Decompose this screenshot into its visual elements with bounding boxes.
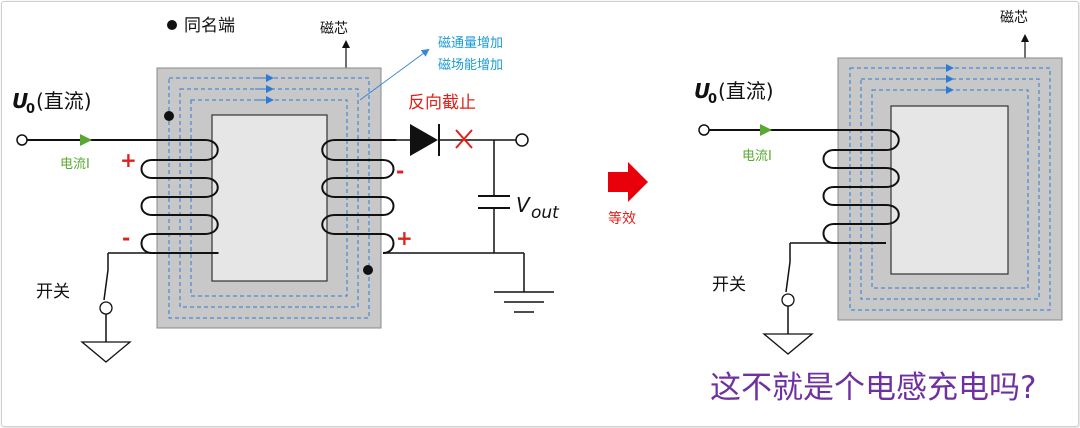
right-winding: [822, 129, 900, 244]
output-label-main: V: [516, 193, 531, 217]
switch-contact: [99, 301, 113, 315]
primary-dot-mark-icon: [164, 111, 174, 121]
secondary-dot-mark-icon: [363, 265, 373, 275]
right-input-label-sub: 0: [708, 92, 717, 107]
right-switch-ground-icon: [762, 333, 814, 355]
right-current-label: 电流I: [742, 149, 772, 164]
right-input-label-main: U: [694, 79, 710, 103]
diode-state-label: 反向截止: [408, 93, 476, 113]
right-input-label-rest: (直流): [718, 79, 774, 103]
switch-label: 开关: [36, 282, 70, 302]
input-label-rest: (直流): [36, 89, 92, 113]
core-window: [211, 114, 328, 282]
input-label-sub: 0: [26, 102, 35, 117]
secondary-minus: -: [396, 159, 404, 183]
primary-minus: -: [122, 226, 130, 250]
current-label: 电流I: [60, 157, 90, 172]
right-core-pointer-arrow-icon: [1021, 34, 1029, 42]
core-label: 磁芯: [320, 21, 348, 37]
right-switch-label: 开关: [712, 275, 746, 295]
flux-annotation-pointer: [359, 48, 430, 101]
right-core-label: 磁芯: [1000, 10, 1028, 26]
core-pointer-arrow-icon: [342, 40, 350, 48]
input-label-main: U: [12, 89, 28, 113]
output-label-sub: out: [531, 203, 560, 223]
legend-dot-label: 同名端: [184, 16, 235, 36]
equivalent-indicator: 等效: [608, 162, 648, 227]
right-inductor: 磁芯 U 0 (直流) 电流I: [694, 10, 1063, 406]
current-arrow-icon: [80, 134, 92, 146]
flux-annotation-line2: 磁场能增加: [438, 58, 503, 73]
primary-plus: +: [120, 148, 137, 172]
ground-icon: [494, 291, 554, 313]
right-current-arrow-icon: [760, 124, 772, 136]
output-terminal: [515, 133, 529, 147]
right-arrow-icon: [608, 162, 648, 202]
switch-ground-icon: [80, 341, 132, 363]
right-switch-contact: [781, 293, 795, 307]
input-terminal: [16, 134, 28, 146]
switch-blade: [103, 269, 109, 301]
diode-icon: [410, 124, 438, 156]
secondary-plus: +: [396, 226, 413, 250]
blocked-cross-icon: [455, 129, 473, 149]
right-core-window: [890, 105, 1009, 275]
flux-annotation-line1: 磁通量增加: [438, 36, 503, 51]
left-transformer: 同名端 磁芯 磁通量增加 磁场能增加: [12, 16, 560, 363]
equivalent-label: 等效: [608, 210, 636, 227]
right-input-terminal: [698, 124, 710, 136]
conclusion-question: 这不就是个电感充电吗?: [710, 370, 1036, 406]
legend-dot-icon: [167, 20, 177, 30]
right-switch-blade: [785, 261, 791, 293]
